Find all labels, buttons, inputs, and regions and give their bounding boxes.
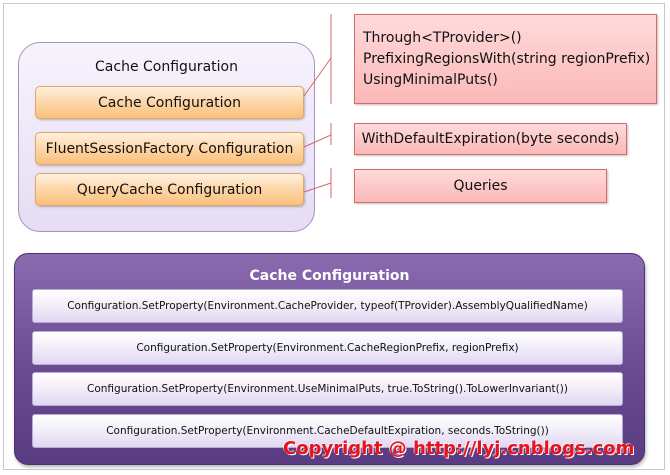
cache-configuration-box: Cache Configuration xyxy=(35,86,304,119)
cache-configuration-label: Cache Configuration xyxy=(98,94,241,111)
queries-box: Queries xyxy=(354,169,607,203)
connector-line-2 xyxy=(303,134,332,148)
method-line: Queries xyxy=(453,178,508,194)
property-row: Configuration.SetProperty(Environment.Us… xyxy=(32,372,623,406)
cache-configuration-properties-group: Cache Configuration Configuration.SetPro… xyxy=(14,253,645,465)
diagram-frame xyxy=(3,3,665,470)
connector-line-1 xyxy=(303,57,332,97)
property-row: Configuration.SetProperty(Environment.Ca… xyxy=(32,289,623,323)
property-text: Configuration.SetProperty(Environment.Ca… xyxy=(136,342,519,354)
property-row: Configuration.SetProperty(Environment.Ca… xyxy=(32,331,623,365)
provider-methods-box: Through<TProvider>() PrefixingRegionsWit… xyxy=(354,14,657,104)
property-text: Configuration.SetProperty(Environment.Ca… xyxy=(67,300,588,312)
default-expiration-box: WithDefaultExpiration(byte seconds) xyxy=(354,123,627,155)
group-title: Cache Configuration xyxy=(249,268,410,284)
fluent-session-factory-configuration-box: FluentSessionFactory Configuration xyxy=(35,132,304,165)
property-text: Configuration.SetProperty(Environment.Ca… xyxy=(106,425,549,437)
connector-line-3 xyxy=(303,182,332,193)
property-row: Configuration.SetProperty(Environment.Ca… xyxy=(32,414,623,448)
method-line: WithDefaultExpiration(byte seconds) xyxy=(361,131,620,147)
method-line: PrefixingRegionsWith(string regionPrefix… xyxy=(363,51,651,67)
group-title: Cache Configuration xyxy=(95,59,238,75)
copyright-watermark: Copyright @ http://lyj.cnblogs.com xyxy=(283,438,635,459)
query-cache-configuration-box: QueryCache Configuration xyxy=(35,173,304,206)
property-text: Configuration.SetProperty(Environment.Us… xyxy=(87,383,568,395)
method-line: UsingMinimalPuts() xyxy=(363,72,498,88)
query-cache-configuration-label: QueryCache Configuration xyxy=(76,181,263,198)
fluent-session-factory-configuration-label: FluentSessionFactory Configuration xyxy=(45,140,294,157)
method-line: Through<TProvider>() xyxy=(363,30,522,46)
